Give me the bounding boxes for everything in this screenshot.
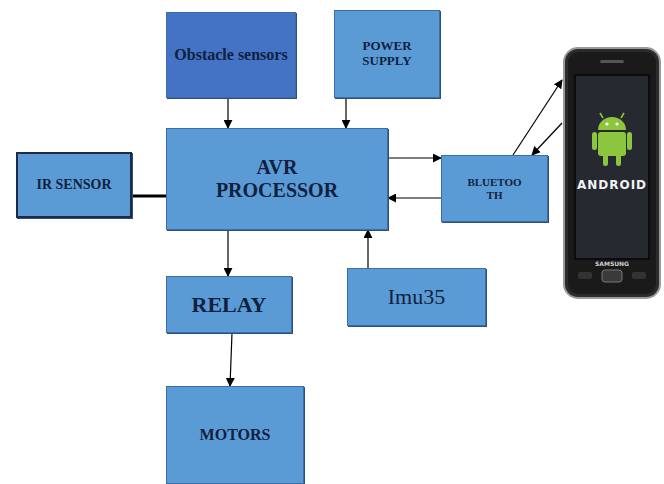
motor-box: MOTORS xyxy=(166,386,304,484)
connector-arrow xyxy=(230,333,232,386)
connector-arrow xyxy=(345,98,346,128)
relay-box: RELAY xyxy=(166,276,292,333)
box-label: Imu35 xyxy=(388,284,445,309)
box-label: IR SENSOR xyxy=(36,177,111,193)
bluetooth-box: BLUETOO TH xyxy=(441,155,548,222)
brand-text: SAMSUNG xyxy=(562,261,662,268)
connector-arrow xyxy=(367,230,368,268)
power-box: POWER SUPPLY xyxy=(334,10,440,98)
connector-arrow xyxy=(132,195,166,198)
box-label: BLUETOO TH xyxy=(464,176,526,201)
box-label: RELAY xyxy=(192,292,267,317)
processor-box: AVR PROCESSOR xyxy=(166,128,388,230)
sensor-box: Imu35 xyxy=(347,268,486,326)
logo-text: ANDROID xyxy=(562,179,662,193)
box-label: POWER SUPPLY xyxy=(347,39,427,69)
sensor-box: Obstacle sensors xyxy=(166,12,296,98)
phone-illustration: ANDROID SAMSUNG xyxy=(562,46,662,300)
connector-arrow xyxy=(513,80,562,155)
connector-arrow xyxy=(532,123,562,155)
box-label: MOTORS xyxy=(200,426,271,444)
box-label: Obstacle sensors xyxy=(174,46,287,64)
connector-arrow xyxy=(227,98,228,128)
connector-arrow xyxy=(227,230,228,276)
connector-arrow xyxy=(388,157,441,158)
box-label: AVR PROCESSOR xyxy=(202,156,352,202)
connector-arrow xyxy=(388,197,441,198)
sensor-box: IR SENSOR xyxy=(16,152,132,218)
